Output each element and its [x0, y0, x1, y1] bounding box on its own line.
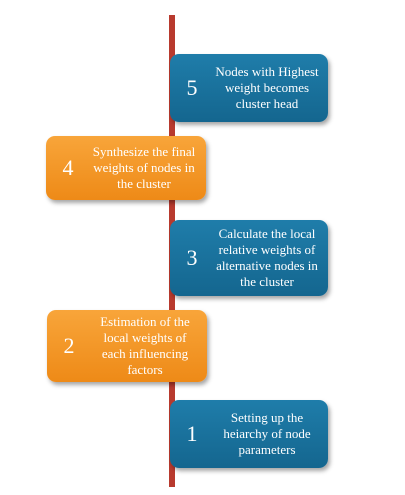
step-2-box: 2 Estimation of the local weights of eac…	[47, 310, 207, 382]
step-5-box: 5 Nodes with Highest weight becomes clus…	[170, 54, 328, 122]
step-1-text: Setting up the heiarchy of node paramete…	[223, 410, 311, 457]
step-3-text: Calculate the local relative weights of …	[216, 226, 318, 289]
step-1-number: 1	[186, 421, 198, 446]
step-5-number: 5	[186, 75, 198, 100]
step-4-box: 4 Synthesize the final weights of nodes …	[46, 136, 206, 200]
step-2-text: Estimation of the local weights of each …	[100, 314, 190, 377]
step-3-box: 3 Calculate the local relative weights o…	[170, 220, 328, 296]
step-2-number: 2	[63, 333, 75, 358]
step-4-number: 4	[62, 155, 74, 180]
step-4-text: Synthesize the final weights of nodes in…	[92, 144, 196, 191]
step-3-number: 3	[186, 245, 198, 270]
step-1-box: 1 Setting up the heiarchy of node parame…	[170, 400, 328, 468]
step-5-text: Nodes with Highest weight becomes cluste…	[215, 64, 319, 111]
